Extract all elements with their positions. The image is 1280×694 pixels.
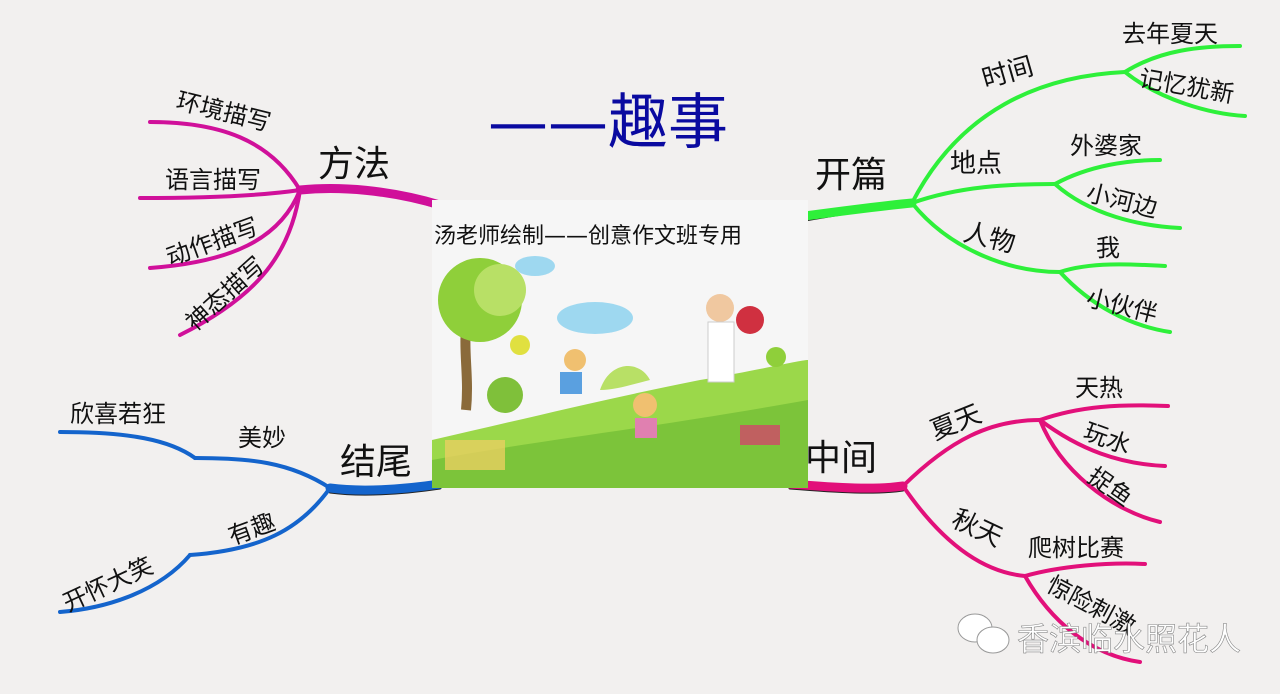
leaf-label: 欣喜若狂 — [70, 400, 166, 428]
leaf-label: 开怀大笑 — [59, 551, 158, 617]
branch-label-ending: 结尾 — [340, 442, 412, 483]
branch-label-method: 方法 — [318, 144, 390, 185]
sub-label: 人物 — [960, 218, 1018, 260]
branch-middle: 中间 夏天 天热 玩水 捉鱼 秋天 爬树比赛 惊险刺激 — [785, 374, 1170, 664]
branch-method: 方法 环境描写 语言描写 动作描写 神态描写 — [138, 87, 445, 337]
branch-ending: 结尾 美妙 欣喜若狂 有趣 开怀大笑 — [58, 400, 445, 617]
watermark: 香滨临水照花人 — [957, 613, 1241, 658]
branch-opening: 开篇 时间 去年夏天 记忆犹新 地点 外婆家 小河边 人物 我 小伙伴 — [800, 20, 1247, 334]
center-illustration: 汤老师绘制——创意作文班专用 — [432, 200, 808, 488]
leaf-label: 小河边 — [1084, 179, 1161, 224]
leaf-label: 外婆家 — [1070, 132, 1142, 160]
leaf-label: 语言描写 — [165, 166, 261, 194]
leaf-label: 小伙伴 — [1084, 284, 1161, 329]
wechat-icon — [957, 613, 1010, 654]
branch-label-middle: 中间 — [805, 438, 877, 479]
center-caption: 汤老师绘制——创意作文班专用 — [434, 224, 742, 249]
leaf-label: 记忆犹新 — [1137, 64, 1236, 108]
sub-label: 夏天 — [926, 399, 985, 446]
sub-label: 时间 — [979, 52, 1037, 95]
leaf-label: 我 — [1096, 234, 1120, 262]
map-title: ——趣事 — [488, 88, 728, 158]
leaf-label: 爬树比赛 — [1028, 534, 1124, 562]
watermark-text: 香滨临水照花人 — [1017, 620, 1241, 658]
sub-label: 美妙 — [238, 424, 286, 452]
leaf-label: 去年夏天 — [1122, 20, 1218, 48]
leaf-label: 捉鱼 — [1083, 462, 1138, 512]
sub-label: 地点 — [950, 149, 1002, 179]
branch-label-opening: 开篇 — [815, 155, 887, 196]
leaf-label: 天热 — [1075, 374, 1123, 402]
